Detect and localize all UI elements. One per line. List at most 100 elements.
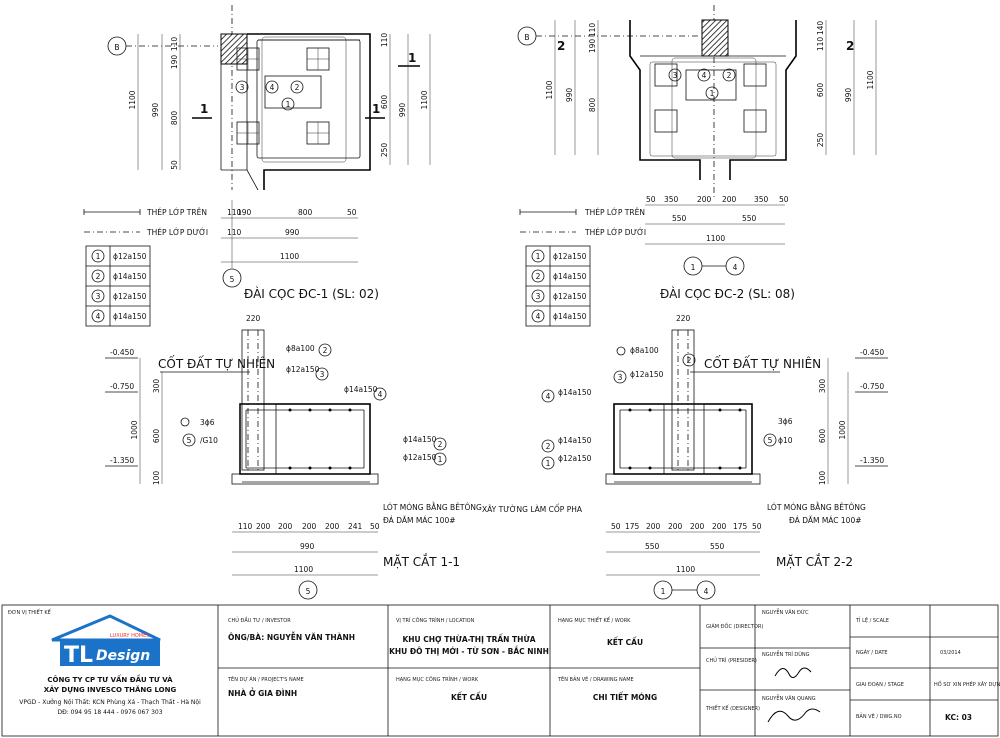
svg-text:110: 110 <box>238 522 253 531</box>
svg-text:200: 200 <box>646 522 661 531</box>
svg-text:990: 990 <box>151 103 160 118</box>
svg-text:1: 1 <box>536 252 541 261</box>
section-mark-2-right: 2 <box>846 39 854 53</box>
svg-text:NGUYỄN VĂN QUANG: NGUYỄN VĂN QUANG <box>762 694 816 702</box>
svg-text:190: 190 <box>237 208 252 217</box>
svg-text:1100: 1100 <box>128 90 137 109</box>
svg-text:ϕ8a100: ϕ8a100 <box>630 346 659 355</box>
svg-text:1: 1 <box>438 455 443 464</box>
svg-text:ϕ12a150: ϕ12a150 <box>113 292 147 301</box>
title-block: ĐƠN VỊ THIẾT KẾ TL Design LUXURY HOMES C… <box>1 604 1000 737</box>
svg-text:200: 200 <box>712 522 727 531</box>
svg-text:1: 1 <box>96 252 101 261</box>
svg-text:XÂY DỰNG INVESCO THĂNG LONG: XÂY DỰNG INVESCO THĂNG LONG <box>44 685 177 694</box>
svg-text:550: 550 <box>672 214 687 223</box>
svg-text:CỐT ĐẤT TỰ NHIÊN: CỐT ĐẤT TỰ NHIÊN <box>158 355 275 371</box>
svg-text:VỊ TRÍ CÔNG TRÌNH / LOCATION: VỊ TRÍ CÔNG TRÌNH / LOCATION <box>396 617 475 624</box>
svg-text:ϕ12a150: ϕ12a150 <box>113 252 147 261</box>
svg-text:1: 1 <box>710 89 715 98</box>
svg-text:KHU ĐÔ THỊ MỚI - TỪ SƠN - BẮC: KHU ĐÔ THỊ MỚI - TỪ SƠN - BẮC NINH <box>389 646 549 656</box>
svg-text:GIAI ĐOẠN / STAGE: GIAI ĐOẠN / STAGE <box>856 682 904 688</box>
svg-text:50: 50 <box>646 195 656 204</box>
svg-text:THÉP LỚP DƯỚI: THÉP LỚP DƯỚI <box>146 228 208 237</box>
svg-text:600: 600 <box>818 429 827 444</box>
svg-text:/G10: /G10 <box>200 436 218 445</box>
company-logo: TL Design LUXURY HOMES <box>51 614 161 668</box>
svg-text:250: 250 <box>816 133 825 148</box>
svg-text:140: 140 <box>816 21 825 36</box>
svg-text:110: 110 <box>227 208 242 217</box>
svg-text:ϕ12a150: ϕ12a150 <box>553 252 587 261</box>
plan-dc1: B 3 4 2 1 <box>83 5 431 327</box>
svg-text:KẾT CẤU: KẾT CẤU <box>451 692 487 702</box>
svg-text:ϕ12a150: ϕ12a150 <box>286 365 320 374</box>
svg-text:110: 110 <box>380 33 389 48</box>
svg-text:HỒ SƠ XIN PHÉP XÂY DỰNG: HỒ SƠ XIN PHÉP XÂY DỰNG <box>934 679 1000 688</box>
svg-text:200: 200 <box>302 522 317 531</box>
svg-text:250: 250 <box>380 143 389 158</box>
svg-text:5: 5 <box>230 275 235 284</box>
svg-text:1100: 1100 <box>294 565 313 574</box>
rebar-dots-2-2 <box>628 408 742 470</box>
svg-text:THÉP LỚP TRÊN: THÉP LỚP TRÊN <box>146 208 207 217</box>
svg-text:4: 4 <box>702 71 707 80</box>
section-mark-1-top: 1 <box>408 51 416 65</box>
svg-text:LUXURY HOMES: LUXURY HOMES <box>110 633 149 639</box>
svg-text:ϕ8a100: ϕ8a100 <box>286 344 315 353</box>
svg-text:Design: Design <box>96 648 150 664</box>
dc1-right-dims: 110 600 250 990 1100 <box>380 33 431 165</box>
svg-text:CỐT ĐẤT TỰ NHIÊN: CỐT ĐẤT TỰ NHIÊN <box>704 355 821 371</box>
svg-text:50: 50 <box>347 208 357 217</box>
svg-text:1000: 1000 <box>130 420 139 439</box>
svg-text:1100: 1100 <box>545 80 554 99</box>
svg-text:50: 50 <box>611 522 621 531</box>
svg-text:800: 800 <box>298 208 313 217</box>
svg-text:5: 5 <box>768 436 773 445</box>
rebar-dots-1-1 <box>288 408 352 470</box>
svg-text:241: 241 <box>348 522 363 531</box>
svg-text:3: 3 <box>320 370 325 379</box>
svg-text:175: 175 <box>625 522 640 531</box>
svg-text:3: 3 <box>240 83 245 92</box>
svg-text:ϕ10: ϕ10 <box>778 436 793 445</box>
svg-text:B: B <box>524 33 529 42</box>
svg-text:200: 200 <box>690 522 705 531</box>
svg-text:200: 200 <box>697 195 712 204</box>
section-1-1: -0.450 -0.750 -1.350 CỐT ĐẤT TỰ NHIÊN 22… <box>105 314 482 600</box>
svg-text:550: 550 <box>710 542 725 551</box>
svg-text:5: 5 <box>306 587 311 596</box>
svg-text:990: 990 <box>398 103 407 118</box>
section-mark-1-left: 1 <box>200 102 208 116</box>
svg-text:200: 200 <box>722 195 737 204</box>
dc1-left-dims: 1100 990 800 110 190 50 <box>128 34 181 170</box>
svg-text:1100: 1100 <box>706 234 725 243</box>
svg-text:100: 100 <box>152 471 161 486</box>
svg-text:ĐƠN VỊ THIẾT KẾ: ĐƠN VỊ THIẾT KẾ <box>8 608 52 616</box>
plan-dc2: B 2 2 3 4 2 1 1100 990 800 110 190 <box>517 5 877 327</box>
svg-text:3: 3 <box>96 292 101 301</box>
svg-text:KHU CHỢ THỪA-THỊ TRẤN THỪA: KHU CHỢ THỪA-THỊ TRẤN THỪA <box>402 634 535 644</box>
svg-text:2: 2 <box>323 346 328 355</box>
svg-text:300: 300 <box>818 379 827 394</box>
svg-text:110: 110 <box>588 23 597 38</box>
svg-text:TL: TL <box>64 643 93 668</box>
svg-text:4: 4 <box>270 83 275 92</box>
svg-text:ϕ12a150: ϕ12a150 <box>558 454 592 463</box>
title-section-2-2: MẶT CẮT 2-2 <box>776 553 853 569</box>
dc1-horizontal-dims: 110 190 800 50 110 990 1100 5 <box>221 200 358 288</box>
svg-text:200: 200 <box>325 522 340 531</box>
svg-text:200: 200 <box>278 522 293 531</box>
svg-text:800: 800 <box>588 98 597 113</box>
svg-text:HẠNG MỤC THIẾT KẾ / WORK: HẠNG MỤC THIẾT KẾ / WORK <box>558 616 631 624</box>
svg-text:NGÀY / DATE: NGÀY / DATE <box>856 649 888 656</box>
svg-text:190: 190 <box>588 39 597 54</box>
svg-text:TÊN BẢN VẼ / DRAWING NAME: TÊN BẢN VẼ / DRAWING NAME <box>557 675 634 683</box>
svg-text:CHI TIẾT MÓNG: CHI TIẾT MÓNG <box>593 692 657 702</box>
section-2-2: -0.450 -0.750 -1.350 CỐT ĐẤT TỰ NHIÊN 22… <box>482 314 888 600</box>
svg-text:300: 300 <box>152 379 161 394</box>
svg-text:1: 1 <box>286 100 291 109</box>
svg-text:1: 1 <box>546 459 551 468</box>
svg-text:ϕ14a150: ϕ14a150 <box>403 435 437 444</box>
svg-text:-0.750: -0.750 <box>110 382 134 391</box>
